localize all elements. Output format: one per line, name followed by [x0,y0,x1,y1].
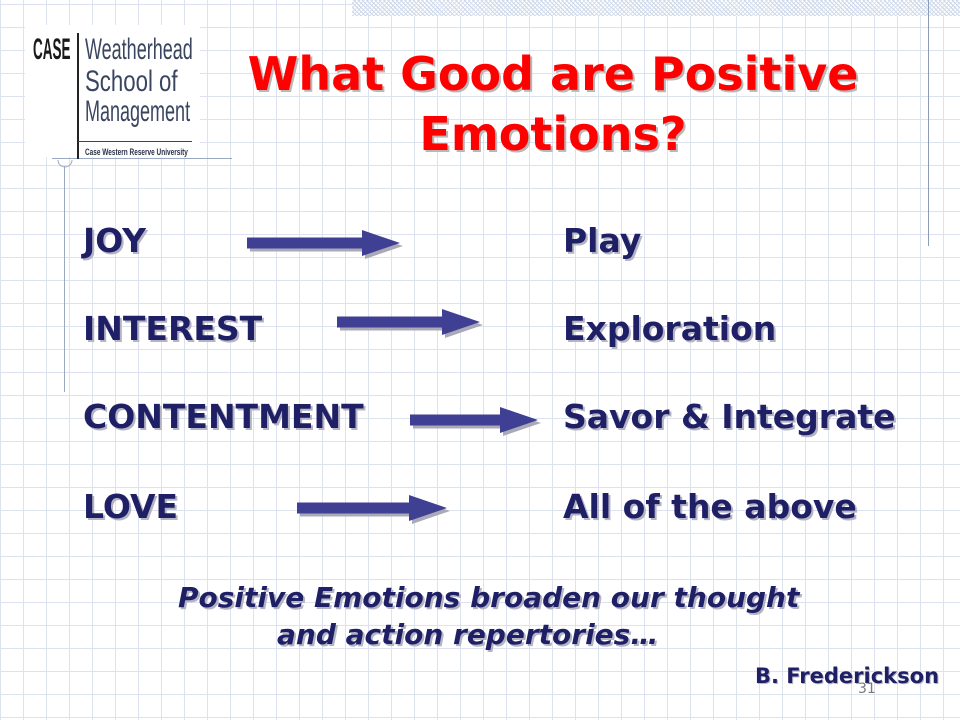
logo-divider [77,33,79,159]
left-decorative-line [64,166,65,392]
case-weatherhead-logo: CASE Weatherhead School of Management Ca… [25,25,200,159]
slide-title-line-2: Emotions? [419,107,687,161]
logo-rule [78,141,192,142]
right-arrow-icon [297,495,450,524]
logo-management-text: Management [85,95,191,128]
attribution: B. Frederickson [755,664,940,688]
emotion-interest: INTEREST [83,309,263,348]
outcome-savor-integrate: Savor & Integrate [563,397,896,436]
summary-line-2: and action repertories… [277,618,659,651]
top-decorative-band [352,0,960,16]
logo-weatherhead-text: Weatherhead [85,33,193,66]
top-left-decorative-line [52,158,232,159]
emotion-love: LOVE [83,487,179,526]
summary-line-1: Positive Emotions broaden our thought [178,581,800,614]
right-arrow-icon [247,230,403,259]
logo-school-of-text: School of [85,65,178,98]
slide-title-line-1: What Good are Positive [247,47,859,101]
outcome-play: Play [563,221,642,260]
outcome-all-of-the-above: All of the above [563,487,857,526]
emotion-contentment: CONTENTMENT [83,397,364,436]
outcome-exploration: Exploration [563,309,777,348]
slide-title: What Good are Positive Emotions? [203,44,903,164]
right-arrow-icon [337,309,483,338]
decorative-circle-icon [57,159,73,168]
right-arrow-icon [410,407,541,436]
page-number: 31 [858,681,876,697]
logo-university-text: Case Western Reserve University [85,147,188,157]
emotion-joy: JOY [83,221,147,260]
right-decorative-line [928,0,929,246]
logo-case-text: CASE [33,33,71,66]
